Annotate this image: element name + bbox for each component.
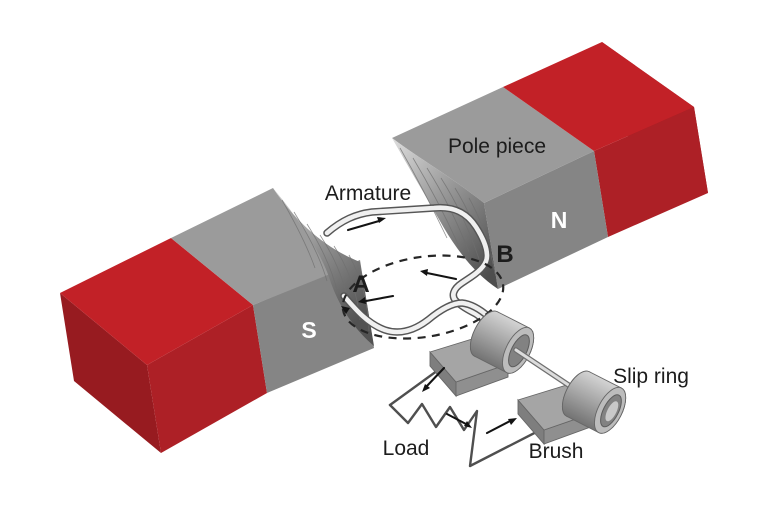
rotation-ellipse <box>341 254 505 340</box>
rotation-arrowhead <box>341 306 350 314</box>
right-magnet-top-red <box>503 42 694 151</box>
slip-ring-2 <box>561 370 627 434</box>
left-magnet-top-red <box>60 238 253 365</box>
ring2-axle-end <box>605 401 619 422</box>
rotation-path <box>341 254 505 340</box>
terminal-b-label: B <box>496 241 513 268</box>
current-arrows <box>346 217 517 435</box>
right-pole-concave-face <box>392 138 498 289</box>
brush-label: Brush <box>529 440 584 463</box>
load-resistor <box>388 402 554 468</box>
left-magnet-end-face <box>60 293 161 453</box>
armature-loop <box>323 203 528 353</box>
right-pole-front-face <box>484 151 608 289</box>
right-pole-top-face <box>392 87 594 203</box>
north-pole-label: N <box>551 207 568 233</box>
load-label: Load <box>383 437 430 460</box>
pole-piece-label: Pole piece <box>448 135 546 158</box>
left-magnet: S <box>60 188 374 453</box>
terminal-a-label: A <box>352 271 369 298</box>
right-magnet-front-red <box>594 107 708 237</box>
armature-label: Armature <box>325 182 411 205</box>
armature-wire-front <box>341 293 511 335</box>
left-magnet-front-red <box>147 305 267 453</box>
right-magnet: N Pole piece <box>392 42 708 289</box>
labels: Armature A B Slip ring Brush Load <box>325 182 689 463</box>
left-pole-top-face <box>171 188 360 305</box>
south-pole-label: S <box>301 317 316 343</box>
slip-ring-label: Slip ring <box>613 365 689 388</box>
